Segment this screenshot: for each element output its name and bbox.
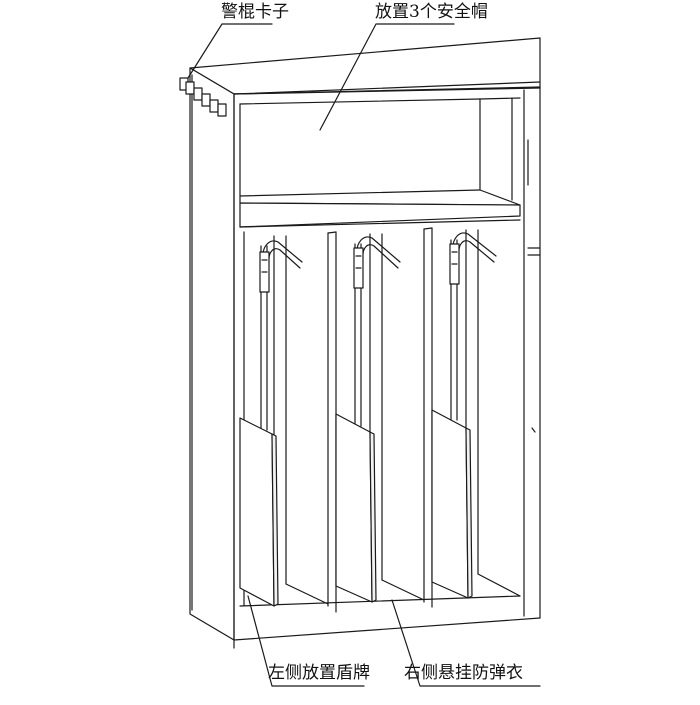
label-baton-holder: 警棍卡子 (221, 2, 289, 22)
leader-helmet (320, 24, 454, 130)
helmet-shelf-front (240, 203, 520, 227)
label-shield-left: 左侧放置盾牌 (268, 663, 370, 683)
cabinet-left-side (190, 68, 234, 640)
divider-2 (424, 228, 432, 607)
label-helmet-shelf: 放置3个安全帽 (375, 2, 488, 22)
front-top-edge (234, 87, 540, 94)
shield-3 (432, 410, 468, 598)
hanger-hook-3 (450, 233, 496, 420)
hanger-hook-1 (260, 241, 302, 430)
label-vest-right: 右侧悬挂防弹衣 (404, 663, 523, 683)
leader-vest (392, 600, 540, 686)
leader-baton (188, 24, 272, 78)
cabinet-top (190, 38, 540, 94)
divider-1 (328, 232, 336, 612)
hanger-hook-2 (354, 237, 400, 426)
baton-clips (180, 78, 226, 116)
shield-1 (240, 418, 274, 606)
leader-shield (248, 596, 364, 686)
shield-2 (336, 414, 372, 602)
